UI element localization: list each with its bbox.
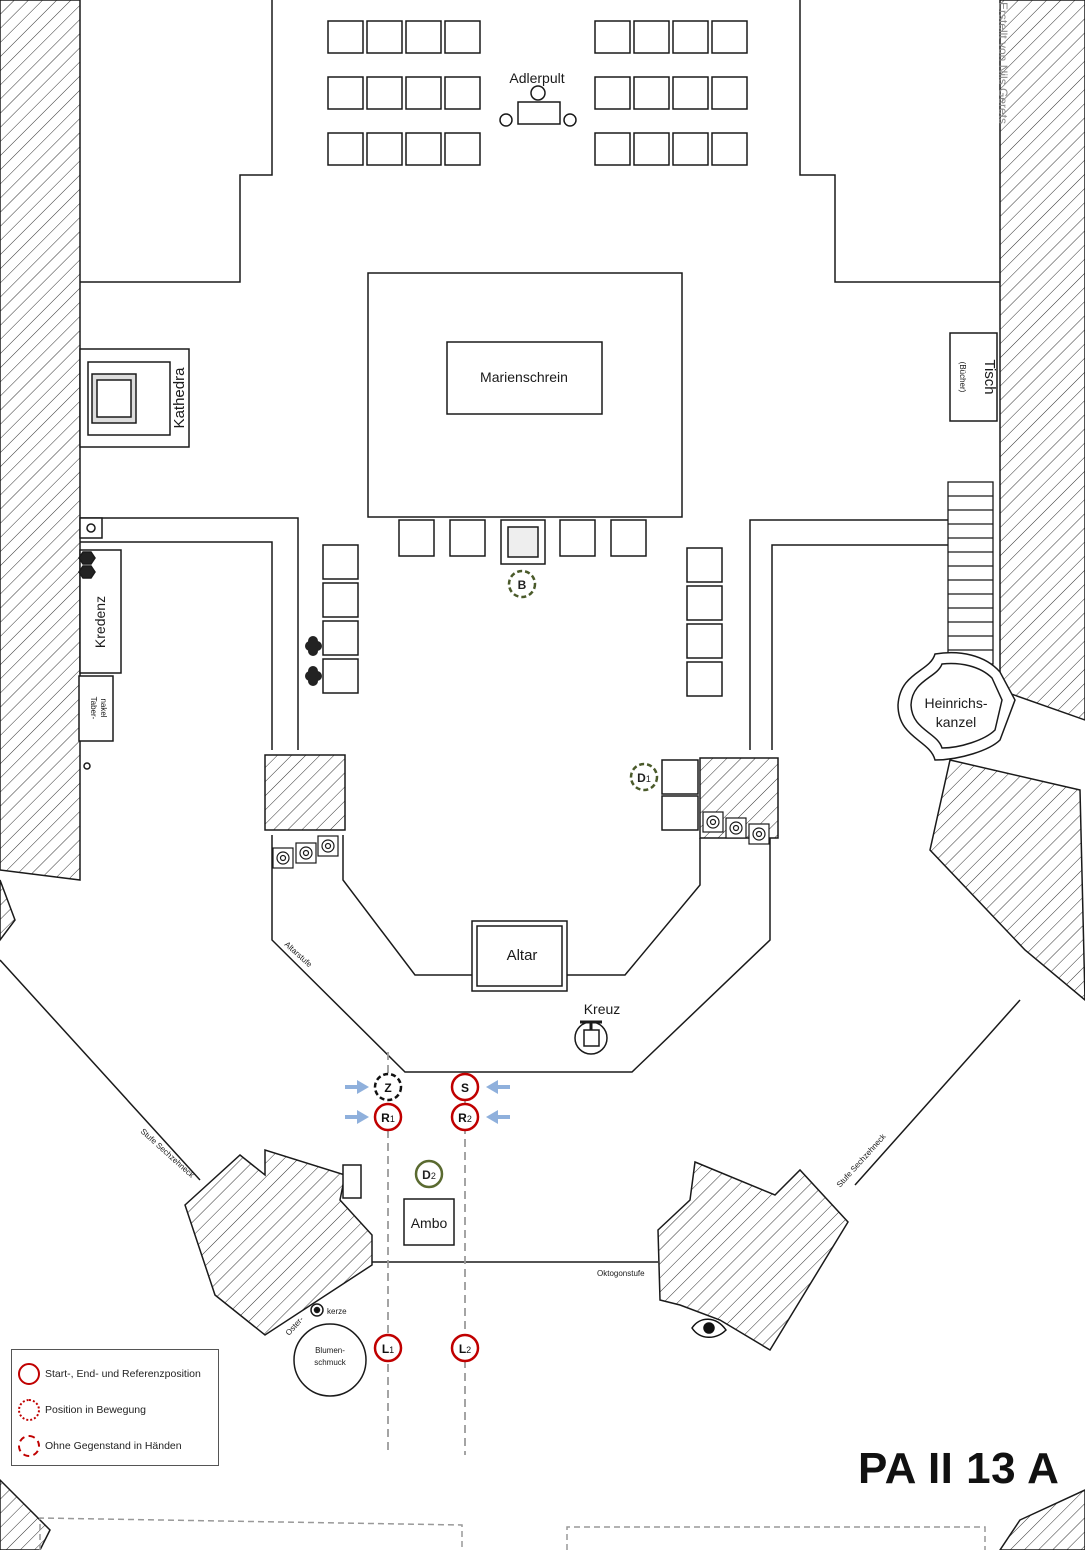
marker-s: S — [450, 1072, 480, 1102]
wall-bottom-right — [999, 1489, 1085, 1550]
eye-icon — [691, 1318, 727, 1338]
arrow-right-icon — [345, 1110, 369, 1124]
svg-text:L2: L2 — [459, 1342, 471, 1356]
tabernakel — [78, 675, 114, 770]
adlerpult-label: Adlerpult — [509, 70, 564, 86]
kathedra — [79, 348, 190, 448]
adlerpult — [499, 85, 577, 127]
plan-id: PA II 13 A — [858, 1444, 1060, 1493]
kathedra-label: Kathedra — [171, 367, 188, 429]
heinrichskanzel-label-1: Heinrichs- — [924, 695, 987, 711]
wall-bottom-left — [0, 1478, 51, 1550]
sanctuary-side-chairs — [322, 544, 723, 831]
wall-right-lower — [929, 759, 1085, 1001]
wall-left-lower-stub — [0, 879, 16, 942]
heinrichskanzel — [897, 651, 1016, 761]
pillar-left — [264, 754, 346, 831]
tisch — [949, 332, 998, 422]
blumenschmuck-label-1: Blumen- — [315, 1346, 345, 1355]
legend-item-label: Position in Bewegung — [45, 1404, 146, 1416]
altar — [471, 920, 568, 992]
svg-text:D2: D2 — [422, 1168, 436, 1182]
buecher-label: (Bücher) — [958, 362, 967, 393]
oktogonstufe-label: Oktogonstufe — [597, 1269, 645, 1278]
ambo — [342, 1164, 455, 1246]
blumenschmuck-label-2: schmuck — [314, 1358, 347, 1367]
osterkerze-icon — [310, 1303, 324, 1317]
legend-item-dotted: Position in Bewegung — [18, 1396, 146, 1424]
heinrichskanzel-label-2: kanzel — [936, 714, 976, 730]
pier-left — [184, 1148, 373, 1336]
legend-item-solid: Start-, End- und Referenzposition — [18, 1360, 201, 1388]
svg-text:S: S — [461, 1081, 469, 1095]
marienschrein — [367, 272, 683, 518]
svg-text:B: B — [518, 578, 527, 592]
ambo-label: Ambo — [411, 1215, 448, 1231]
dashed-circle-icon — [18, 1435, 40, 1457]
marker-b: B — [507, 569, 537, 599]
marker-r1: R1 — [373, 1102, 403, 1132]
direction-arrows — [345, 1080, 510, 1124]
author-credit: Erstellt von Nils Gerets — [996, 2, 1010, 125]
svg-text:R2: R2 — [458, 1111, 472, 1125]
tisch-label: Tisch — [981, 359, 998, 394]
marker-z: Z — [373, 1072, 403, 1102]
outlines — [0, 0, 1021, 1550]
sanctuary-chairs-row — [398, 519, 647, 565]
marker-r2: R2 — [450, 1102, 480, 1132]
kredenz-label: Kredenz — [92, 596, 108, 648]
marker-d2: D2 — [414, 1159, 444, 1189]
legend-item-label: Start-, End- und Referenzposition — [45, 1368, 201, 1380]
dotted-circle-icon — [18, 1399, 40, 1421]
svg-text:Z: Z — [384, 1081, 391, 1095]
legend-item-label: Ohne Gegenstand in Händen — [45, 1440, 182, 1452]
marienschrein-label: Marienschrein — [480, 369, 568, 385]
tabernakel-label-2: nakel — [99, 698, 108, 717]
kredenz — [78, 517, 122, 674]
blumenschmuck — [293, 1323, 367, 1397]
wall-right — [999, 0, 1085, 721]
altar-label: Altar — [507, 947, 538, 964]
staircase — [947, 481, 994, 665]
tabernakel-label-1: Taber- — [89, 697, 98, 720]
svg-text:D1: D1 — [637, 771, 651, 785]
arrow-left-icon — [486, 1110, 510, 1124]
legend-item-dashed: Ohne Gegenstand in Händen — [18, 1432, 182, 1460]
marker-d1: D1 — [629, 762, 659, 792]
stufe-sechzehneck-left-label: Stufe Sechzehneck — [139, 1127, 197, 1180]
wall-left — [0, 0, 81, 881]
solid-circle-icon — [18, 1363, 40, 1385]
pier-right — [657, 1160, 849, 1352]
kreuz — [574, 1020, 608, 1055]
candles — [272, 811, 770, 869]
stufe-sechzehneck-right-label: Stufe Sechzehneck — [835, 1131, 888, 1189]
nave-chairs — [327, 20, 748, 166]
arrow-right-icon — [345, 1080, 369, 1094]
legend: Start-, End- und Referenzposition Positi… — [11, 1349, 219, 1466]
svg-text:L1: L1 — [382, 1342, 394, 1356]
svg-text:R1: R1 — [381, 1111, 395, 1125]
marker-l2: L2 — [450, 1333, 480, 1363]
arrow-left-icon — [486, 1080, 510, 1094]
kreuz-label: Kreuz — [584, 1001, 621, 1017]
osterkerze-label-2: kerze — [327, 1307, 347, 1316]
flower-decoration-icon — [305, 636, 322, 686]
position-markers: B D1 D2 Z S R1 R2 L1 — [373, 569, 659, 1363]
marker-l1: L1 — [373, 1333, 403, 1363]
